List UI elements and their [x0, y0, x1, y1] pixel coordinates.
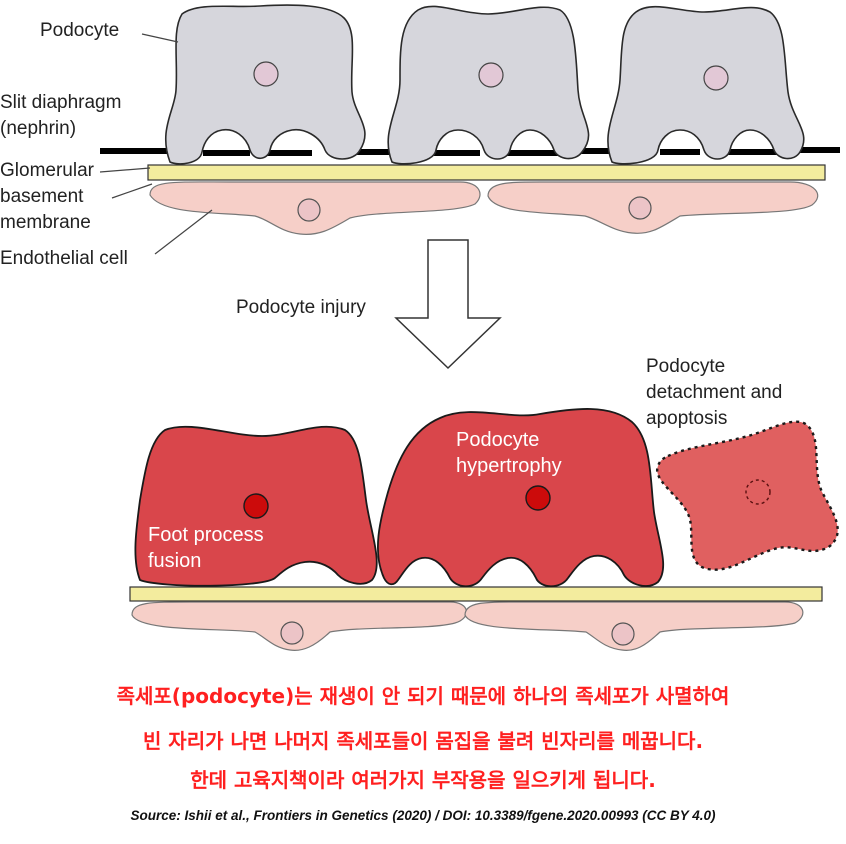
gbm-label: basement	[0, 186, 84, 207]
injury-label: Podocyte injury	[236, 297, 366, 318]
endothelial-nucleus	[280, 621, 304, 645]
detachment-label: Podocyte	[646, 356, 725, 377]
leader-lines	[99, 33, 213, 255]
podocyte-nucleus	[703, 65, 729, 91]
fusion-label: Foot process	[148, 524, 264, 546]
caption-line: 빈 자리가 나면 나머지 족세포들이 몸집을 불려 빈자리를 메꿉니다.	[142, 729, 704, 753]
podocyte-nucleus-detached	[745, 479, 771, 505]
podocyte-hypertrophy	[377, 408, 665, 588]
podocyte-nucleus	[478, 62, 504, 88]
endothelial-nucleus	[628, 196, 652, 220]
podocyte-label: Podocyte	[40, 20, 119, 41]
glomerular-basement-membrane	[147, 164, 826, 181]
endothelial-nucleus	[297, 198, 321, 222]
podocyte-nucleus	[253, 61, 279, 87]
injured-barrier: Podocyte hypertrophy Foot process fusion…	[129, 356, 839, 651]
glomerular-basement-membrane	[129, 586, 823, 602]
endothelial-cell-right	[464, 601, 804, 651]
fusion-label: fusion	[148, 550, 201, 572]
hypertrophy-label: Podocyte	[456, 429, 539, 451]
down-arrow-icon	[394, 239, 502, 370]
gbm-label: membrane	[0, 212, 91, 233]
podocyte-nucleus	[243, 493, 269, 519]
gbm-label: Glomerular	[0, 160, 95, 181]
source-citation: Source: Ishii et al., Frontiers in Genet…	[130, 808, 716, 823]
podocyte-nucleus	[525, 485, 551, 511]
hypertrophy-label: hypertrophy	[456, 455, 562, 477]
slit-diaphragm-label: (nephrin)	[0, 118, 76, 139]
caption-line: 족세포(podocyte)는 재생이 안 되기 때문에 하나의 족세포가 사멸하…	[116, 684, 730, 708]
endothelial-label: Endothelial cell	[0, 248, 128, 269]
injury-arrow: Podocyte injury	[236, 239, 502, 370]
slit-diaphragm-label: Slit diaphragm	[0, 92, 121, 113]
caption-line: 한데 고육지책이라 여러가지 부작용을 일으키게 됩니다.	[190, 768, 656, 792]
normal-barrier: Podocyte Slit diaphragm (nephrin) Glomer…	[0, 4, 840, 269]
endothelial-cell-right	[487, 181, 819, 234]
endothelial-nucleus	[611, 622, 635, 646]
detachment-label: apoptosis	[646, 408, 727, 429]
detachment-label: detachment and	[646, 382, 782, 403]
podocyte-detached	[656, 420, 839, 571]
